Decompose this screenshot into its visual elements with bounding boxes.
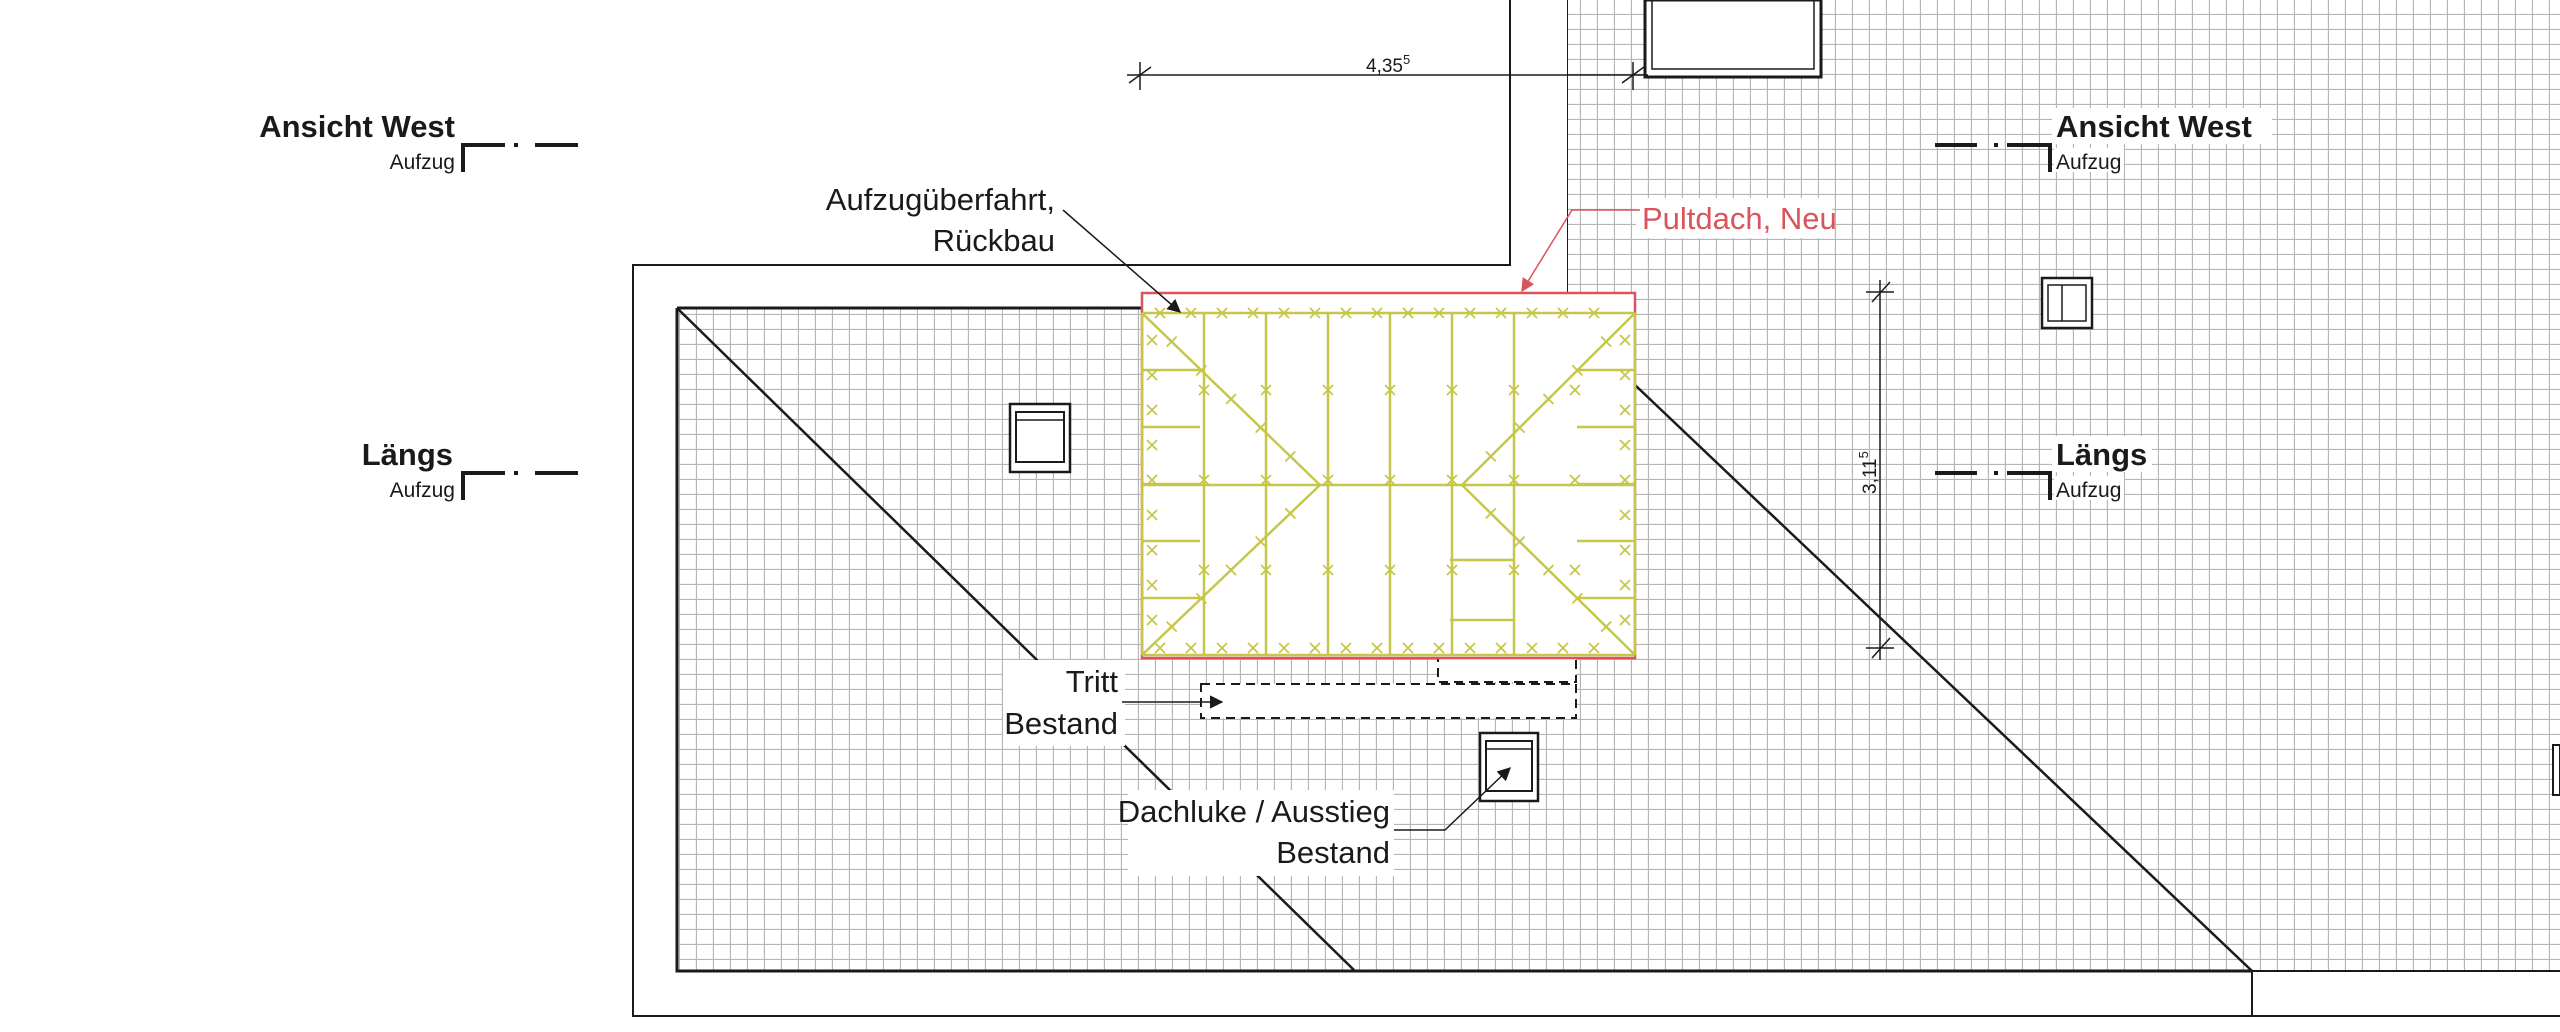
lower-right-step (2251, 970, 2560, 1016)
svg-text:Bestand: Bestand (1004, 706, 1118, 741)
svg-text:Aufzug: Aufzug (390, 151, 455, 174)
section-marker-ansicht-west-left: Ansicht West Aufzug (259, 109, 578, 174)
svg-text:Aufzug: Aufzug (2056, 479, 2121, 502)
edge-mark (2552, 744, 2560, 796)
section-marker-ansicht-west-right: Ansicht West Aufzug (1935, 108, 2272, 174)
dimension-horizontal (1127, 62, 1648, 90)
roof-hatch (1478, 731, 1540, 803)
annotation-tritt: Tritt Bestand (1003, 660, 1224, 746)
top-opening (1643, 0, 1823, 79)
svg-text:Aufzug: Aufzug (390, 479, 455, 502)
section-marker-laengs-right: Längs Aufzug (1935, 436, 2152, 502)
dimension-horizontal-value: 4,355 (1366, 52, 1410, 77)
svg-text:Tritt: Tritt (1066, 664, 1119, 699)
dimension-vertical-value: 3,115 (1856, 451, 1881, 494)
svg-text:Längs: Längs (362, 437, 453, 472)
annotation-pultdach: Pultdach, Neu (1521, 198, 1837, 293)
svg-text:Rückbau: Rückbau (933, 223, 1055, 258)
svg-text:Dachluke / Ausstieg: Dachluke / Ausstieg (1118, 794, 1390, 829)
svg-text:Aufzugüberfahrt,: Aufzugüberfahrt, (826, 182, 1055, 217)
svg-text:Ansicht West: Ansicht West (259, 109, 455, 144)
svg-text:Längs: Längs (2056, 437, 2147, 472)
dimension-vertical (1866, 280, 1894, 660)
elevator-overrun-roof (1140, 291, 1637, 660)
svg-text:Ansicht West: Ansicht West (2056, 109, 2252, 144)
svg-text:Bestand: Bestand (1276, 835, 1390, 870)
annotation-aufzugueberfahrt: Aufzugüberfahrt, Rückbau (826, 182, 1182, 313)
roof-window-right (2040, 276, 2094, 330)
roof-window-left (1008, 402, 1072, 474)
section-marker-laengs-left: Längs Aufzug (362, 437, 578, 502)
annotation-dachluke: Dachluke / Ausstieg Bestand (1118, 767, 1511, 876)
svg-text:Pultdach, Neu: Pultdach, Neu (1642, 201, 1837, 236)
svg-text:Aufzug: Aufzug (2056, 151, 2121, 174)
